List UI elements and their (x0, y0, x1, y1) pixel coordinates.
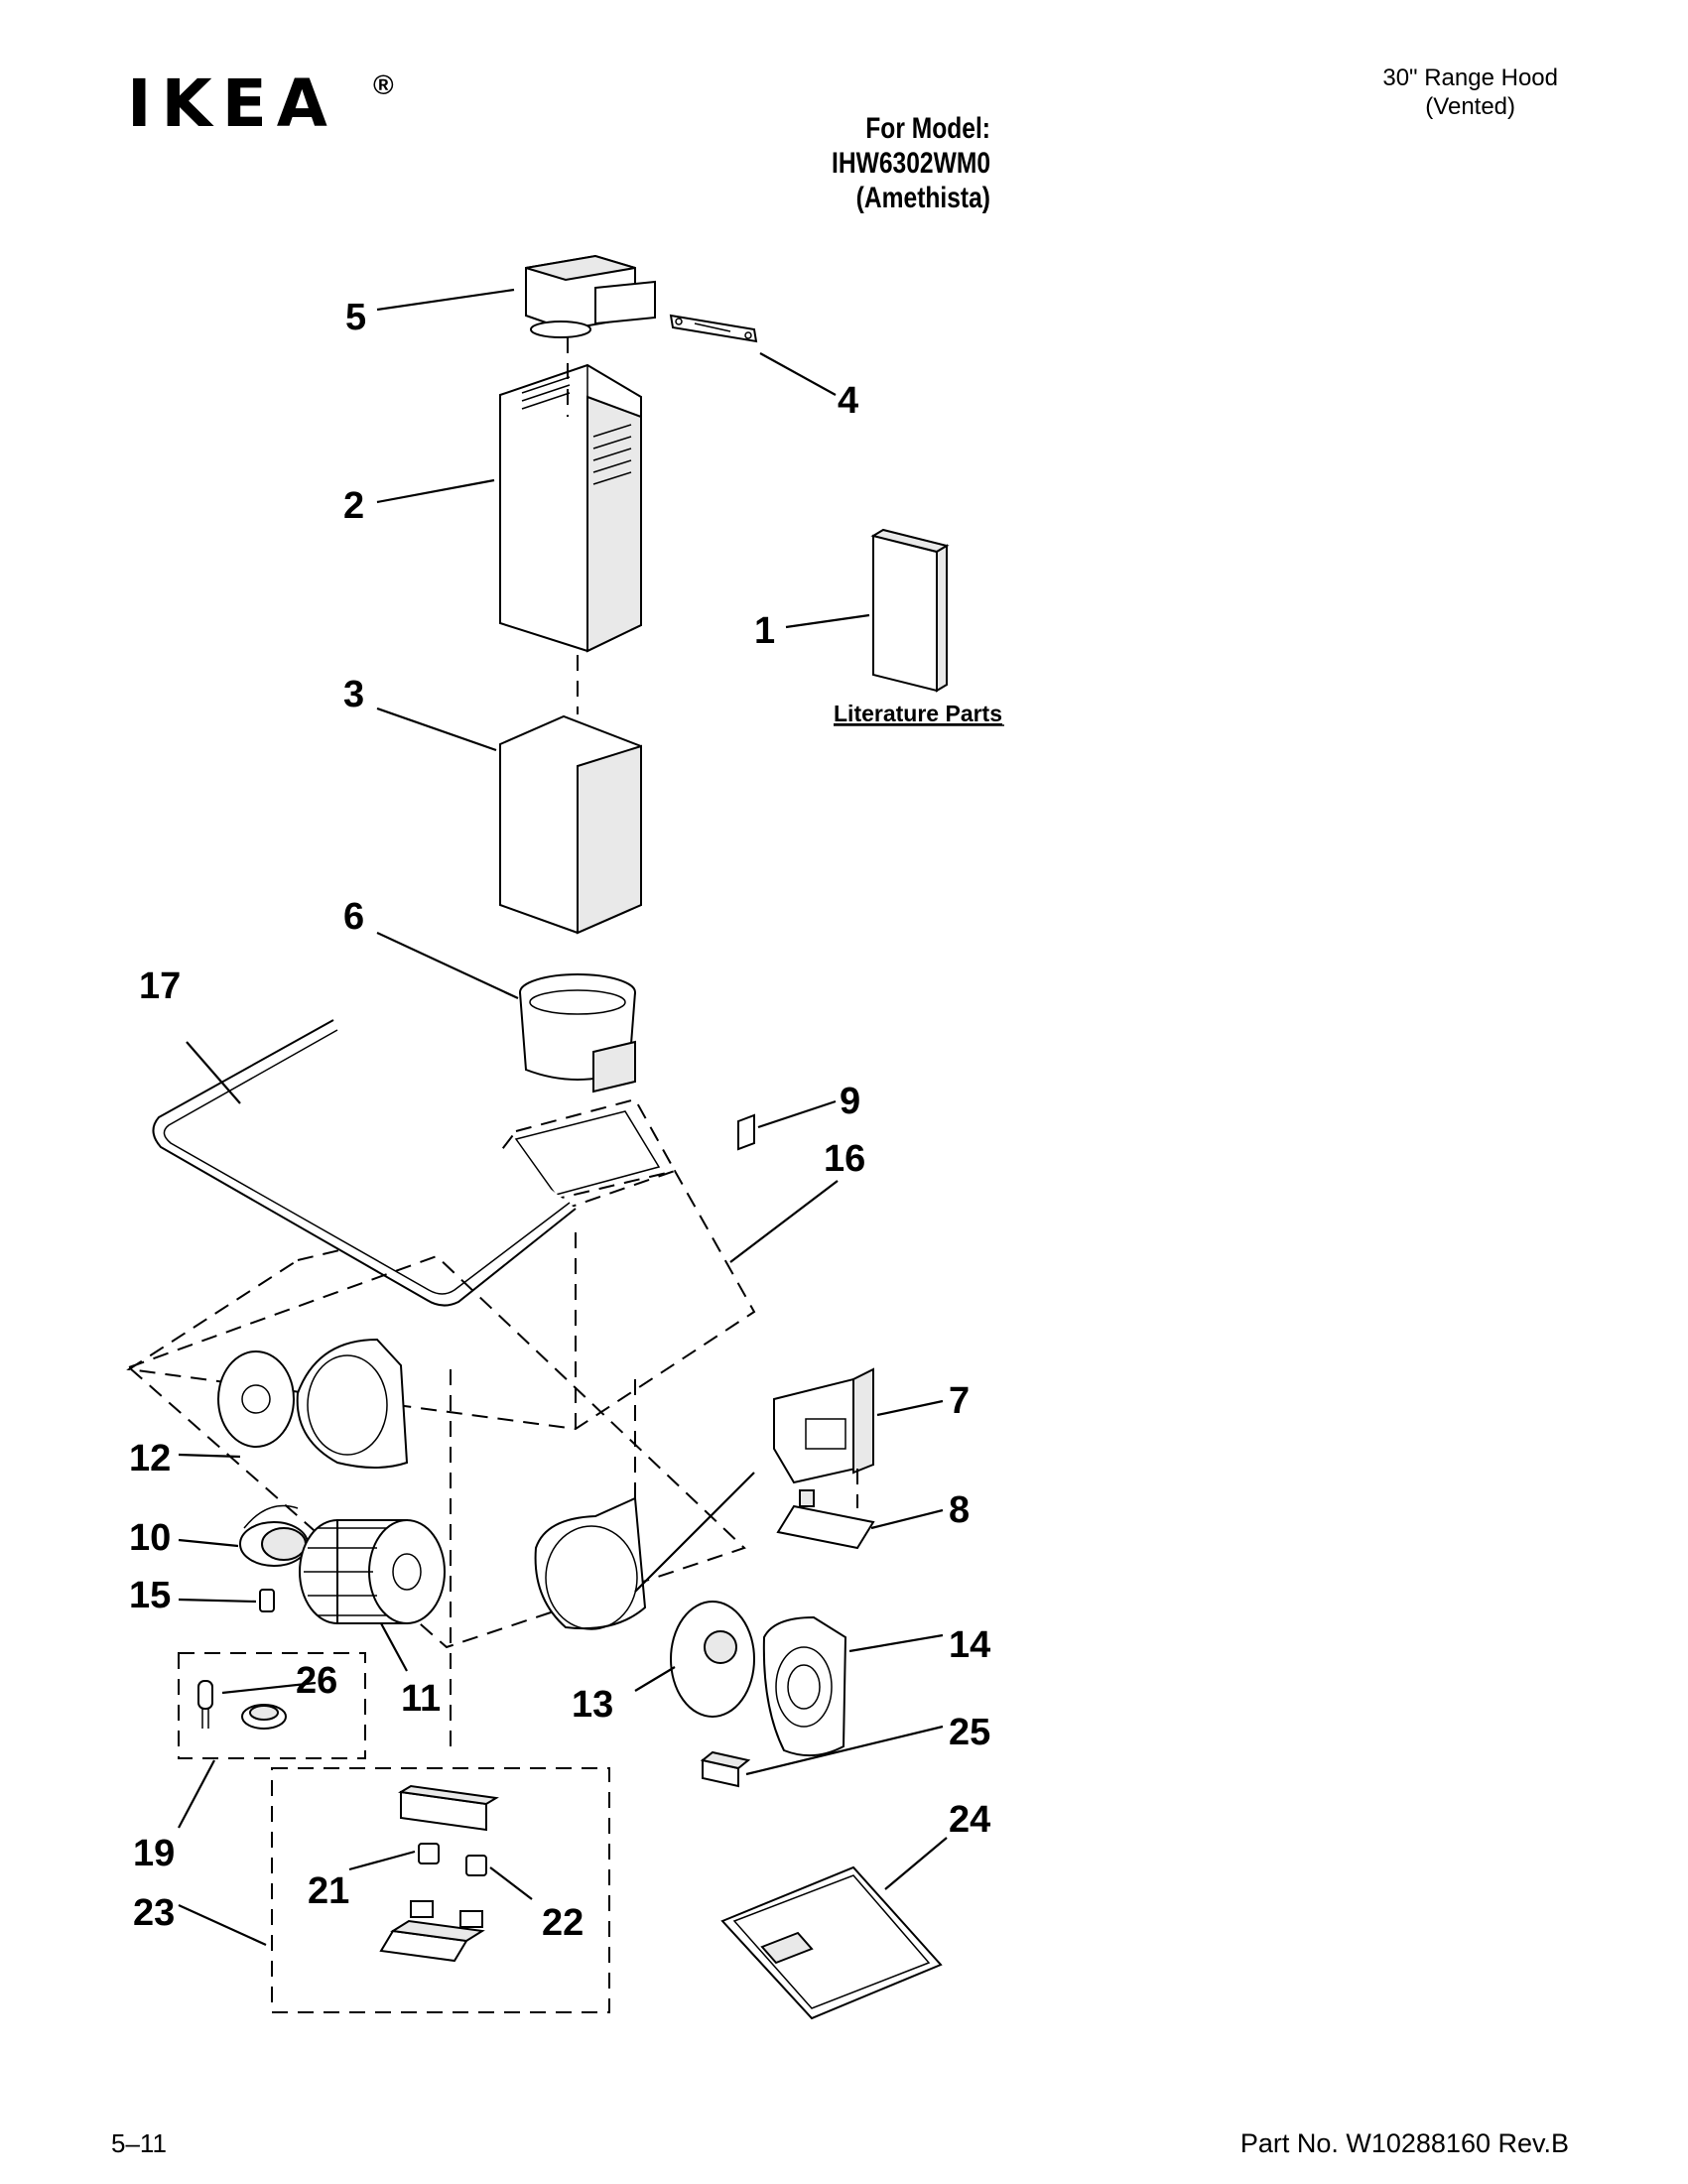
part-1-literature (870, 528, 950, 693)
part-24-filter (720, 1865, 943, 2020)
part-12-blower-housing-left (217, 1338, 409, 1469)
model-title: For Model: IHW6302WM0 (Amethista) (730, 111, 990, 215)
page-number: 5–11 (111, 2128, 167, 2158)
product-title: 30" Range Hood (Vented) (1382, 64, 1558, 121)
part-4-bracket (669, 314, 758, 343)
callout-19: 19 (133, 1833, 175, 1874)
callout-3: 3 (343, 674, 364, 715)
part-16-canopy (126, 1097, 756, 1431)
part-3-lower-chimney (499, 655, 642, 935)
callout-1: 1 (754, 610, 775, 652)
callout-14: 14 (949, 1624, 990, 1666)
blower-assembly-outline (127, 1254, 746, 1649)
callout-12: 12 (129, 1438, 171, 1479)
callout-2: 2 (343, 485, 364, 527)
registered-mark: ® (373, 69, 394, 100)
callout-25: 25 (949, 1712, 990, 1753)
callout-21: 21 (308, 1870, 349, 1912)
callout-5: 5 (345, 297, 366, 338)
part-21-lamp-socket (418, 1843, 440, 1864)
callout-7: 7 (949, 1380, 970, 1422)
part-5-duct-connector (525, 254, 656, 338)
callout-23: 23 (133, 1892, 175, 1934)
callout-22: 22 (542, 1902, 584, 1944)
part-9-clip (737, 1113, 755, 1151)
callout-11: 11 (401, 1678, 441, 1720)
callout-9: 9 (840, 1081, 860, 1122)
part-23-light-assembly-group (271, 1767, 610, 2013)
callout-10: 10 (129, 1517, 171, 1559)
part-22-lamp-socket (465, 1855, 487, 1876)
model-line-1: For Model: IHW6302WM0 (832, 112, 990, 180)
callout-8: 8 (949, 1489, 970, 1531)
callout-6: 6 (343, 896, 364, 938)
leader-lines (178, 288, 948, 1947)
model-line-2: (Amethista) (855, 182, 990, 214)
part-10-motor (239, 1504, 309, 1567)
part-19-lamp-group (178, 1652, 366, 1759)
part-7-control-bracket (773, 1367, 874, 1484)
part-15-capacitor (259, 1589, 275, 1612)
callout-13: 13 (572, 1684, 613, 1726)
right-blower-housing (534, 1496, 647, 1630)
part-6-transition (519, 973, 636, 1093)
part-number: Part No. W10288160 Rev.B (1239, 2128, 1569, 2158)
callout-4: 4 (838, 380, 858, 422)
callout-15: 15 (129, 1575, 171, 1616)
callout-17: 17 (139, 965, 181, 1007)
part-13-motor-plate (670, 1601, 755, 1718)
part-26-bulb (197, 1680, 287, 1730)
callout-numbers: 5 4 2 1 3 6 17 9 16 7 8 12 10 15 11 13 1… (129, 297, 990, 1944)
ikea-logo: IKEA ® (127, 65, 415, 142)
part-17-trim (152, 1019, 577, 1307)
callout-16: 16 (824, 1138, 865, 1180)
part-14-grille (762, 1615, 847, 1757)
part-2-upper-chimney (499, 337, 642, 653)
callout-24: 24 (949, 1799, 990, 1841)
part-11-blower-wheel (299, 1519, 446, 1624)
literature-parts-label: Literature Parts (834, 701, 1002, 726)
product-line-1: 30" Range Hood (1382, 64, 1558, 91)
part-23-light-assembly (379, 1784, 499, 1963)
logo-text: IKEA (127, 65, 337, 142)
callout-26: 26 (296, 1660, 337, 1702)
part-8-switch-board (776, 1469, 875, 1550)
part-25-light-housing (700, 1750, 751, 1788)
product-line-2: (Vented) (1425, 93, 1516, 120)
